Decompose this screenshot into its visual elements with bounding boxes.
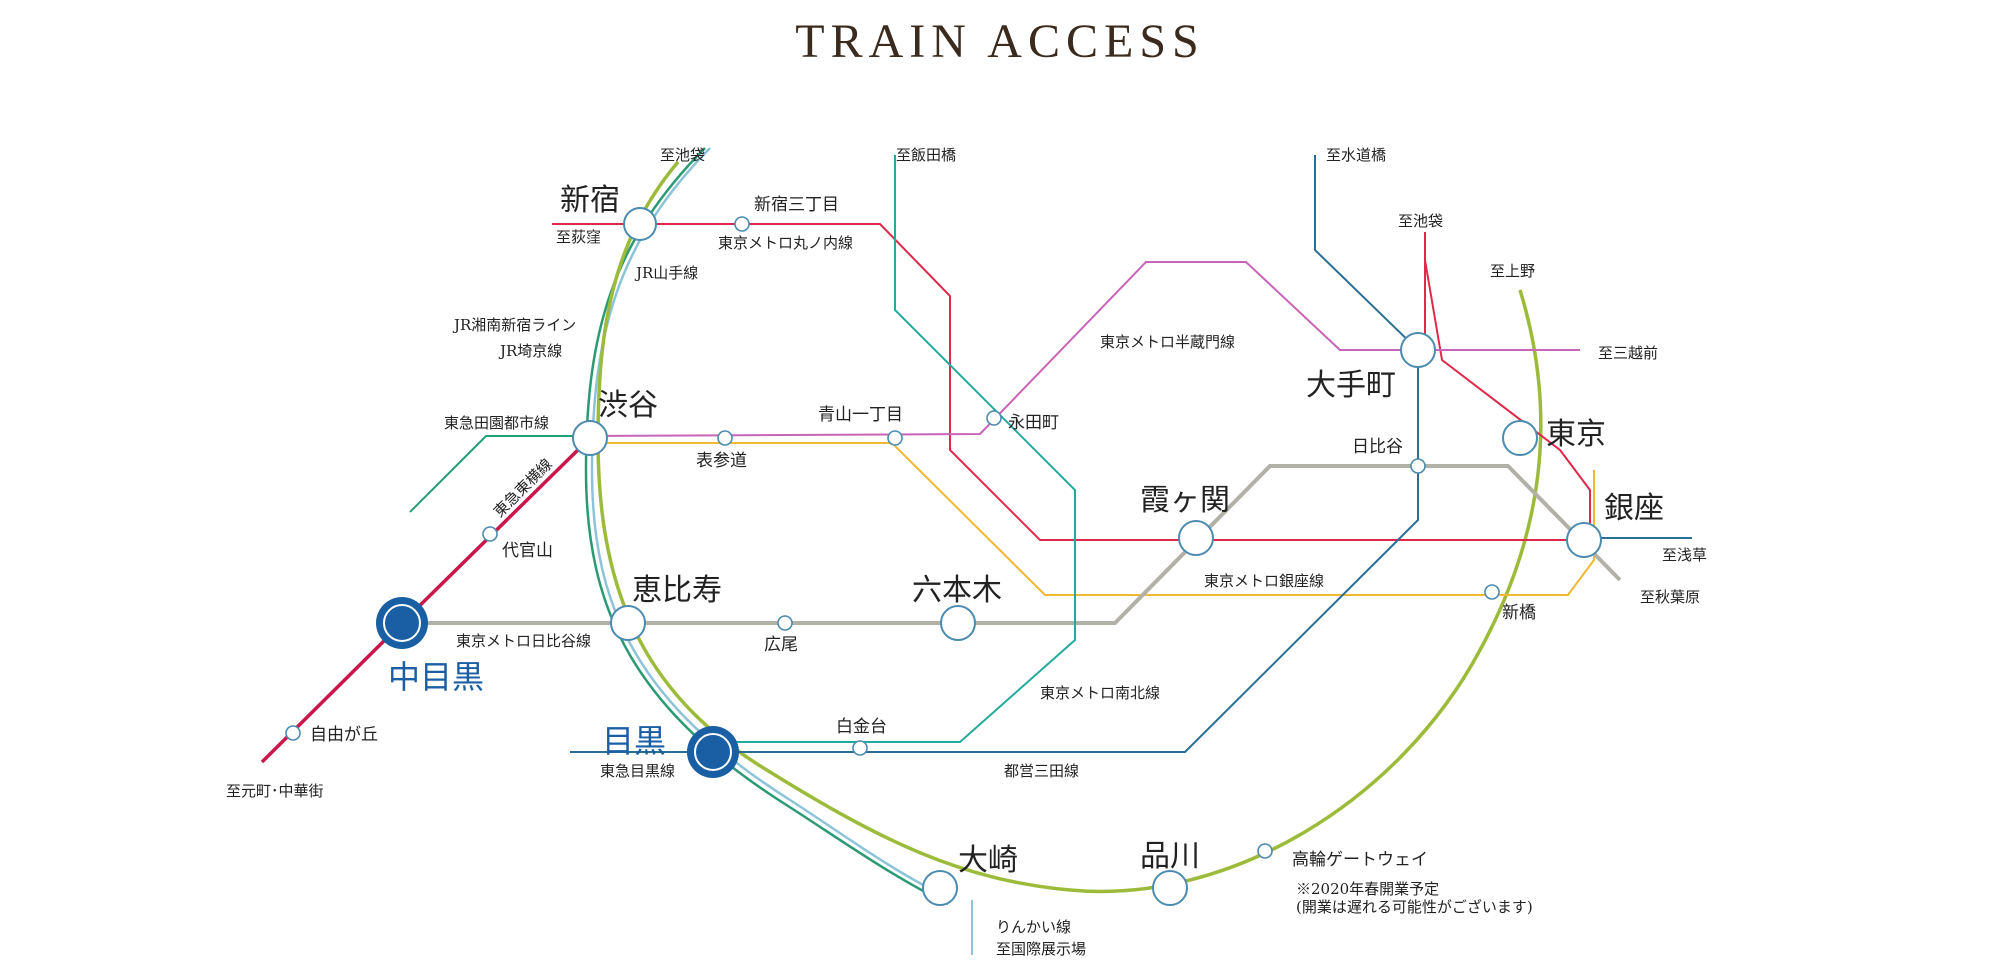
station-shinagawa[interactable] xyxy=(1152,870,1188,906)
label-osaki: 大崎 xyxy=(958,843,1018,878)
marunouchi-line xyxy=(552,223,1591,541)
station-daikanyama[interactable] xyxy=(482,526,498,542)
station-jiyugaoka[interactable] xyxy=(285,725,301,741)
station-osaki[interactable] xyxy=(922,870,958,906)
hanzomon-line xyxy=(587,261,1580,437)
saikyo-line xyxy=(590,147,953,902)
station-aoyama-itchome[interactable] xyxy=(887,430,903,446)
station-hiroo[interactable] xyxy=(777,615,793,631)
dir-kokusai-tenjijo: 至国際展示場 xyxy=(996,940,1086,958)
label-hiroo: 広尾 xyxy=(764,635,798,655)
label-meguro: 目黒 xyxy=(602,722,666,760)
label-nakameguro: 中目黒 xyxy=(388,658,484,696)
label-nagatacho: 永田町 xyxy=(1008,413,1059,433)
line-label-meguro: 東急目黒線 xyxy=(600,762,675,780)
label-hibiya: 日比谷 xyxy=(1352,437,1403,457)
denentoshi-line xyxy=(409,435,578,513)
line-label-hibiya: 東京メトロ日比谷線 xyxy=(456,632,591,650)
line-label-hanzomon: 東京メトロ半蔵門線 xyxy=(1100,333,1235,351)
station-nakameguro[interactable] xyxy=(376,597,428,649)
station-otemachi[interactable] xyxy=(1400,332,1436,368)
label-tokyo: 東京 xyxy=(1546,417,1606,452)
note-opening: ※2020年春開業予定 xyxy=(1296,880,1439,898)
label-kasumigaseki: 霞ヶ関 xyxy=(1140,483,1230,518)
dir-ueno: 至上野 xyxy=(1490,262,1535,280)
line-label-rinkai: りんかい線 xyxy=(996,918,1071,936)
line-label-marunouchi: 東京メトロ丸ノ内線 xyxy=(718,234,853,252)
highlight-stations xyxy=(376,597,739,778)
yamanote-line xyxy=(596,160,1543,894)
dir-ikebukuro-right: 至池袋 xyxy=(1398,212,1443,230)
hibiya-line xyxy=(402,464,1622,625)
line-label-namboku: 東京メトロ南北線 xyxy=(1040,684,1160,702)
line-label-shonan: JR湘南新宿ライン xyxy=(452,316,576,334)
label-jiyugaoka: 自由が丘 xyxy=(310,725,378,745)
line-label-yamanote: JR山手線 xyxy=(634,264,698,282)
label-shinjuku: 新宿 xyxy=(560,183,620,218)
station-ebisu[interactable] xyxy=(610,605,646,641)
label-aoyama-itchome: 青山一丁目 xyxy=(818,405,903,425)
station-shimbashi[interactable] xyxy=(1484,584,1500,600)
station-ginza[interactable] xyxy=(1566,522,1602,558)
label-shinagawa: 品川 xyxy=(1140,839,1200,874)
station-shirokanedai[interactable] xyxy=(852,740,868,756)
station-kasumigaseki[interactable] xyxy=(1178,520,1214,556)
station-shinjuku[interactable] xyxy=(623,207,657,241)
mita-line xyxy=(576,155,1419,753)
line-label-denentoshi: 東急田園都市線 xyxy=(444,414,549,432)
label-ebisu: 恵比寿 xyxy=(632,573,722,608)
station-takanawa-gateway[interactable] xyxy=(1257,843,1273,859)
dir-akihabara: 至秋葉原 xyxy=(1640,588,1700,606)
shonan-shinjuku-line xyxy=(584,147,949,906)
station-tokyo[interactable] xyxy=(1502,420,1538,456)
page-title: TRAIN ACCESS xyxy=(795,15,1205,68)
station-hibiya[interactable] xyxy=(1410,458,1426,474)
dir-iidabashi: 至飯田橋 xyxy=(896,146,956,164)
label-shinjuku-sanchome: 新宿三丁目 xyxy=(754,195,839,215)
dir-ikebukuro-left: 至池袋 xyxy=(660,146,705,164)
label-otemachi: 大手町 xyxy=(1306,368,1396,403)
station-shibuya[interactable] xyxy=(572,420,608,456)
station-meguro[interactable] xyxy=(687,726,739,778)
major-stations xyxy=(572,207,1602,906)
dir-suidobashi: 至水道橋 xyxy=(1326,146,1386,164)
station-omotesando[interactable] xyxy=(717,430,733,446)
station-nagatacho[interactable] xyxy=(986,410,1002,426)
namboku-line xyxy=(702,155,1076,743)
dir-mitsukoshimae: 至三越前 xyxy=(1598,344,1658,362)
label-roppongi: 六本木 xyxy=(912,573,1002,608)
line-label-ginza: 東京メトロ銀座線 xyxy=(1204,572,1324,590)
dir-motomachi: 至元町･中華街 xyxy=(226,782,324,800)
dir-asakusa: 至浅草 xyxy=(1662,546,1707,564)
toyoko-line xyxy=(260,438,590,764)
label-omotesando: 表参道 xyxy=(696,451,747,471)
line-label-mita: 都営三田線 xyxy=(1004,762,1079,780)
note-delay: (開業は遅れる可能性がございます) xyxy=(1296,898,1533,916)
line-label-saikyo: JR埼京線 xyxy=(498,342,562,360)
label-daikanyama: 代官山 xyxy=(502,541,553,561)
label-shirokanedai: 白金台 xyxy=(836,717,887,737)
station-shinjuku-sanchome[interactable] xyxy=(734,216,750,232)
label-ginza: 銀座 xyxy=(1604,491,1664,526)
label-shimbashi: 新橋 xyxy=(1502,603,1536,623)
station-roppongi[interactable] xyxy=(940,605,976,641)
dir-ogikubo: 至荻窪 xyxy=(556,228,601,246)
line-label-toyoko: 東急東横線 xyxy=(490,455,556,521)
label-takanawa-gateway: 高輪ゲートウェイ xyxy=(1292,850,1428,870)
minor-stations xyxy=(285,216,1500,859)
label-shibuya: 渋谷 xyxy=(598,388,658,423)
